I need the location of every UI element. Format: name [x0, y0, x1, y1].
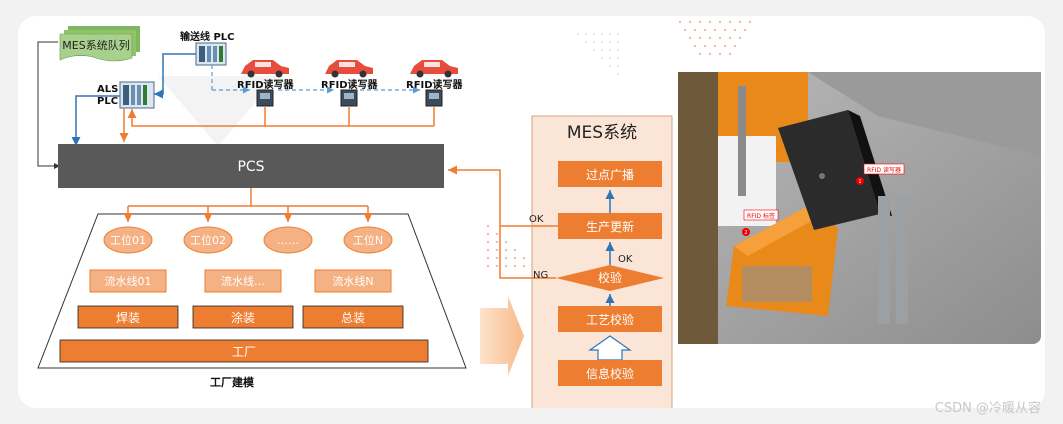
info-check-label: 信息校验 [586, 366, 634, 381]
station-label: 工位02 [190, 233, 226, 247]
broadcast-step [558, 161, 662, 187]
diagram-card: MES系统队列 输送线 PLC ALS PLC RFI [18, 16, 1045, 408]
plc-connections [37, 41, 420, 169]
station-label: …… [277, 234, 299, 247]
rfid-reader-label: RFID读写器 [237, 78, 295, 91]
production-update-step [558, 213, 662, 239]
watermark: CSDN @冷暖从容 [934, 401, 1041, 416]
station-label: 工位01 [110, 233, 146, 247]
ng-label: NG [533, 270, 548, 281]
ok-top-label: OK [529, 214, 544, 225]
photo-tag-label: RFID 标签 [747, 212, 775, 220]
workshop-box [192, 305, 294, 329]
workshop-box [77, 305, 179, 329]
info-check-step [558, 360, 662, 386]
station-node [263, 226, 313, 254]
station-node [103, 226, 153, 254]
factory-box [59, 339, 429, 363]
photo-badge-1: 1 [858, 179, 861, 185]
decorative-dots [486, 20, 752, 268]
photo-badge-2: 2 [744, 230, 747, 236]
als-plc-icon [119, 81, 155, 109]
workshop-label: 焊装 [116, 310, 140, 325]
production-line-label: 流水线… [221, 274, 265, 288]
ok-mid-label: OK [618, 254, 633, 265]
station-distribution [123, 188, 373, 222]
als-plc-label-line1: ALS [97, 84, 118, 95]
station-label: 工位N [353, 233, 383, 247]
workshop-label: 总装 [341, 311, 365, 325]
check-step [556, 265, 664, 291]
rfid-reader-label: RFID读写器 [406, 78, 464, 91]
factory-label: 工厂 [232, 345, 256, 359]
pcs-box [58, 144, 444, 188]
production-line [204, 269, 282, 293]
up-arrow-icon [588, 335, 632, 361]
car-icon [325, 60, 373, 78]
conveyor-plc-label: 输送线 PLC [180, 30, 235, 43]
production-line-label: 流水线N [332, 274, 373, 288]
rfid-photo: RFID 读写器 1 RFID 标签 2 [678, 72, 1041, 344]
rfid-station: RFID读写器 [321, 60, 379, 107]
station-node [183, 226, 233, 254]
rfid-reader-icon [425, 89, 443, 107]
process-check-step [558, 306, 662, 332]
als-plc-label-line2: PLC [97, 96, 118, 107]
process-check-label: 工艺校验 [586, 312, 634, 327]
rfid-reader-label: RFID读写器 [321, 78, 379, 91]
production-line [314, 269, 392, 293]
rfid-reader-icon [340, 89, 358, 107]
photo-tag-reader: RFID 读写器 [867, 166, 901, 174]
rfid-feedback-lines [119, 106, 435, 142]
mes-feedback-lines [448, 165, 558, 279]
rfid-reader-icon [256, 89, 274, 107]
car-icon [241, 60, 289, 78]
workshop-box [302, 305, 404, 329]
rfid-station: RFID读写器 [237, 60, 295, 107]
station-node [343, 226, 393, 254]
conveyor-plc-icon [195, 42, 227, 66]
transition-arrow [480, 296, 524, 376]
factory-model-label: 工厂建模 [210, 375, 255, 389]
broadcast-label: 过点广播 [586, 168, 634, 182]
system-diagram: MES系统队列 输送线 PLC ALS PLC RFI [37, 20, 1041, 408]
check-label: 校验 [598, 270, 622, 285]
production-line [89, 269, 167, 293]
pcs-label: PCS [237, 159, 264, 175]
car-icon [410, 60, 458, 78]
mes-title: MES系统 [567, 123, 637, 143]
workshop-label: 涂装 [231, 310, 255, 325]
rfid-station: RFID读写器 [406, 60, 464, 107]
mes-queue-icon: MES系统队列 [59, 26, 140, 62]
mes-queue-label: MES系统队列 [62, 38, 129, 52]
production-update-label: 生产更新 [586, 219, 634, 234]
production-line-label: 流水线01 [105, 274, 152, 288]
